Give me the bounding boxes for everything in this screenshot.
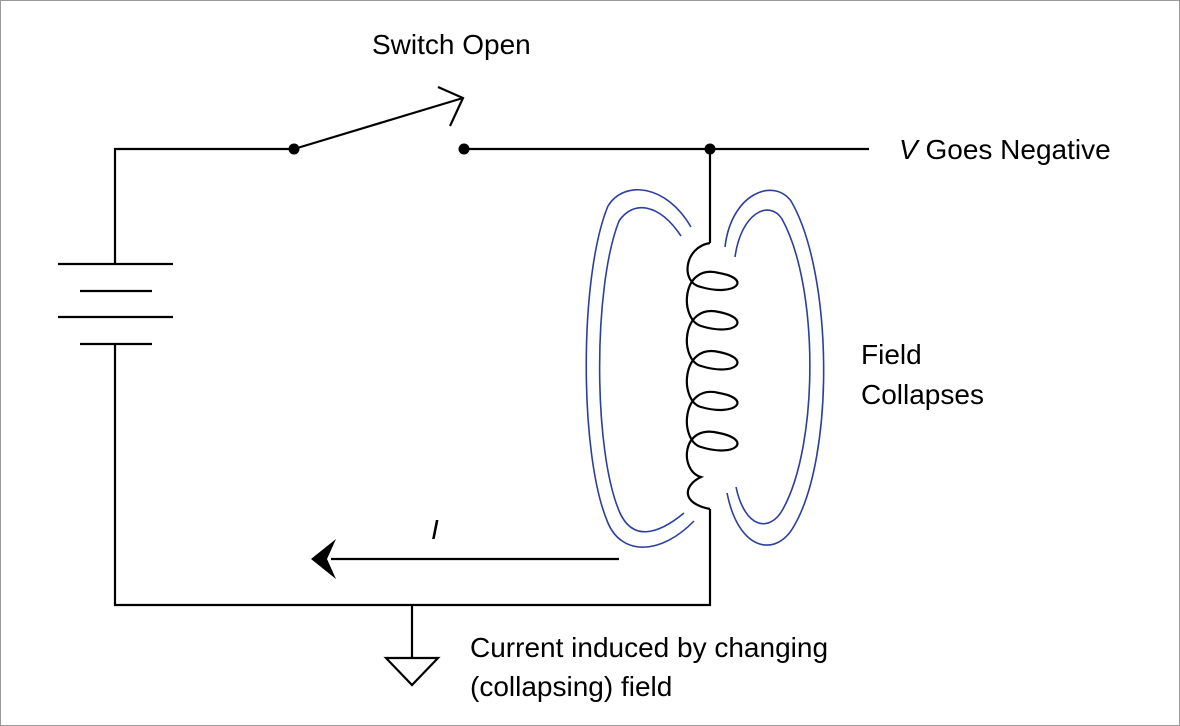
left-field-inner xyxy=(598,206,685,533)
field-label-line2: Collapses xyxy=(861,379,984,410)
battery-icon xyxy=(58,262,173,346)
bottom-wire xyxy=(113,344,712,607)
voltage-text: Goes Negative xyxy=(925,134,1111,165)
current-note-line1: Current induced by changing xyxy=(470,632,829,663)
field-label-line1: Field xyxy=(861,339,922,370)
inductor-coil-icon xyxy=(685,241,739,511)
left-top-wire xyxy=(113,147,294,264)
switch-icon xyxy=(288,85,470,155)
circuit-wires xyxy=(113,147,869,607)
magnetic-field-lines xyxy=(585,188,825,548)
current-note-line2: (collapsing) field xyxy=(470,671,673,702)
right-field-inner xyxy=(734,209,811,525)
ground-icon xyxy=(383,605,441,687)
switch-lever xyxy=(293,96,464,151)
junction-dot xyxy=(704,143,716,155)
switch-label: Switch Open xyxy=(372,29,531,60)
left-field-outer xyxy=(585,188,695,548)
right-field-outer xyxy=(724,189,825,546)
current-arrow-icon xyxy=(311,539,619,579)
switch-lever-arrowhead xyxy=(437,85,465,127)
switch-contact-terminal xyxy=(458,143,470,155)
voltage-symbol: V xyxy=(899,134,918,165)
voltage-label: V Goes Negative xyxy=(899,130,1111,170)
current-symbol: I xyxy=(431,514,439,545)
